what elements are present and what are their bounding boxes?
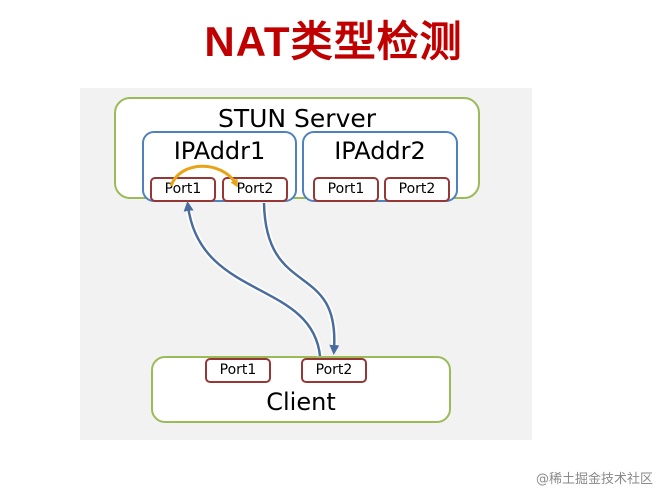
- ipaddr2-label: IPAddr2: [334, 137, 426, 165]
- client-label: Client: [266, 388, 336, 416]
- server-ip2-port2: Port2: [384, 177, 450, 202]
- client-port1: Port1: [205, 358, 271, 383]
- ipaddr1-label: IPAddr1: [173, 137, 266, 165]
- server-ip1-port2: Port2: [222, 177, 288, 202]
- server-ip1-port1: Port1: [150, 177, 216, 202]
- watermark-text: @稀土掘金技术社区: [535, 472, 653, 487]
- stun-server-label: STUN Server: [217, 104, 377, 133]
- diagram-title: NAT类型检测: [204, 18, 463, 65]
- server-ip2-port1: Port1: [313, 177, 379, 202]
- client-port2: Port2: [301, 358, 367, 383]
